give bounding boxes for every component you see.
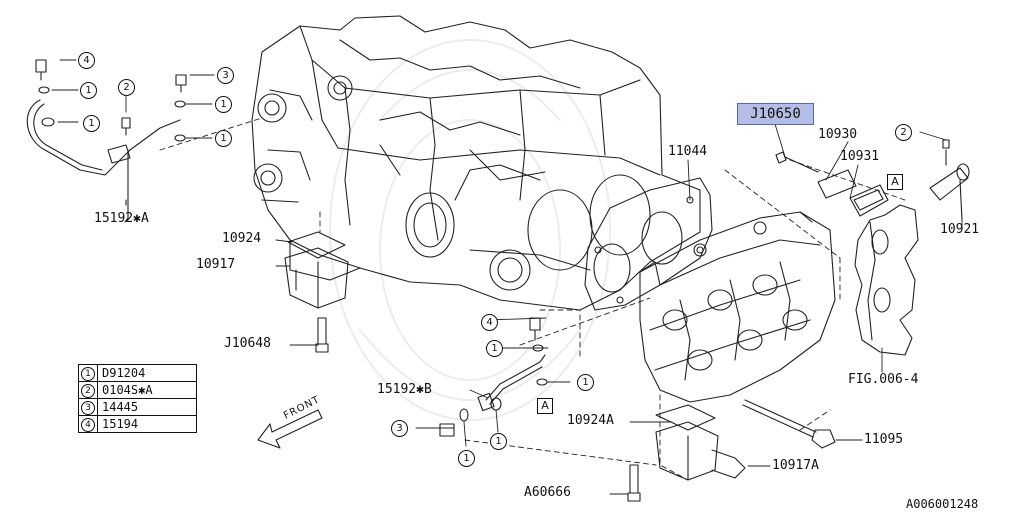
- ref-circle-1: 1: [83, 115, 100, 132]
- label-10924[interactable]: 10924: [222, 231, 262, 246]
- ref-circle-2: 2: [118, 79, 135, 96]
- gasket-10931-drawing: [817, 169, 889, 217]
- ref-circle-2: 2: [895, 124, 912, 141]
- diagram-code: A006001248: [906, 497, 979, 511]
- oil-pipe-a-drawing: [26, 59, 187, 223]
- ocv-10917a-drawing: [627, 404, 746, 502]
- cylinder-head-drawing: [639, 211, 836, 403]
- ref-circle-1: 1: [458, 450, 475, 467]
- label-15192a[interactable]: 15192✱A: [94, 211, 149, 226]
- ref-circle-4: 4: [78, 52, 95, 69]
- ref-box-a: A: [537, 398, 553, 414]
- legend-value[interactable]: 0104S✱A: [97, 381, 197, 399]
- engine-block-drawing: [251, 15, 701, 311]
- head-gasket-drawing: [584, 177, 713, 311]
- ref-circle-3: 3: [391, 420, 408, 437]
- legend-row: 1 D91204: [78, 364, 197, 382]
- legend-row: 3 14445: [78, 398, 197, 416]
- ref-circle-1: 1: [577, 374, 594, 391]
- ref-circle-1: 1: [215, 96, 232, 113]
- label-15192b[interactable]: 15192✱B: [377, 382, 432, 397]
- legend-key: 3: [81, 401, 95, 415]
- legend-key: 4: [81, 418, 95, 432]
- legend-row: 4 15194: [78, 415, 197, 433]
- cam-cover-drawing: [854, 204, 919, 356]
- ref-circle-1: 1: [80, 82, 97, 99]
- label-10931[interactable]: 10931: [840, 149, 880, 164]
- label-a60666[interactable]: A60666: [524, 485, 571, 500]
- ocv-10917-drawing: [284, 231, 349, 353]
- ref-circle-4: 4: [481, 314, 498, 331]
- legend-value[interactable]: 14445: [97, 398, 197, 416]
- ref-circle-1: 1: [486, 340, 503, 357]
- label-10921[interactable]: 10921: [940, 222, 980, 237]
- label-10930[interactable]: 10930: [818, 127, 858, 142]
- bolt-11095-drawing: [742, 399, 836, 449]
- watermark: [329, 39, 611, 421]
- ref-circle-1: 1: [215, 130, 232, 147]
- label-11095[interactable]: 11095: [864, 432, 904, 447]
- label-10917a[interactable]: 10917A: [772, 458, 819, 473]
- legend-row: 2 0104S✱A: [78, 381, 197, 399]
- sensor-10921-drawing: [929, 139, 970, 221]
- bolt-j10650-drawing: [775, 151, 819, 173]
- ref-circle-3: 3: [217, 67, 234, 84]
- legend-table: 1 D91204 2 0104S✱A 3 14445 4 15194: [78, 364, 197, 433]
- legend-key: 2: [81, 384, 95, 398]
- legend-value[interactable]: 15194: [97, 415, 197, 433]
- legend-key: 1: [81, 367, 95, 381]
- label-j10648[interactable]: J10648: [224, 336, 271, 351]
- label-j10650-highlighted[interactable]: J10650: [737, 103, 814, 125]
- label-10917[interactable]: 10917: [196, 257, 236, 272]
- label-fig-006-4[interactable]: FIG.006-4: [848, 372, 919, 387]
- ref-box-a: A: [887, 174, 903, 190]
- legend-value[interactable]: D91204: [97, 364, 197, 382]
- label-11044[interactable]: 11044: [668, 144, 708, 159]
- label-10924a[interactable]: 10924A: [567, 413, 614, 428]
- front-arrow-icon: [257, 409, 323, 449]
- ref-circle-1: 1: [490, 433, 507, 450]
